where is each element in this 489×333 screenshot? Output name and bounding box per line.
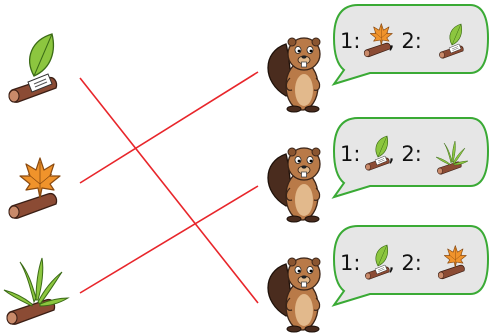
bubble-label-1: 1: (340, 29, 360, 53)
match-lines (79, 71, 259, 304)
match-line (79, 77, 259, 304)
beaver-icon[interactable] (267, 257, 321, 333)
orange-maple-leaf-on-stick-icon[interactable] (8, 157, 61, 219)
beaver-icon[interactable] (267, 37, 321, 113)
match-line (79, 71, 259, 184)
green-leaf-on-stick-icon[interactable] (8, 33, 58, 103)
bubble-label-1: 1: (340, 142, 360, 166)
speech-bubble: 1: , 2: (331, 225, 489, 307)
speech-bubble: 1: , 2: (331, 4, 489, 86)
speech-bubble: 1: , 2: (331, 117, 489, 199)
bubble-label-2: , 2: (388, 142, 422, 166)
match-line (79, 185, 259, 294)
spiky-green-leaves-on-stick-icon[interactable] (3, 257, 69, 325)
bubble-label-2: , 2: (388, 29, 422, 53)
bubble-label-1: 1: (340, 251, 360, 275)
bubble-label-2: , 2: (388, 251, 422, 275)
beaver-icon[interactable] (267, 147, 321, 223)
